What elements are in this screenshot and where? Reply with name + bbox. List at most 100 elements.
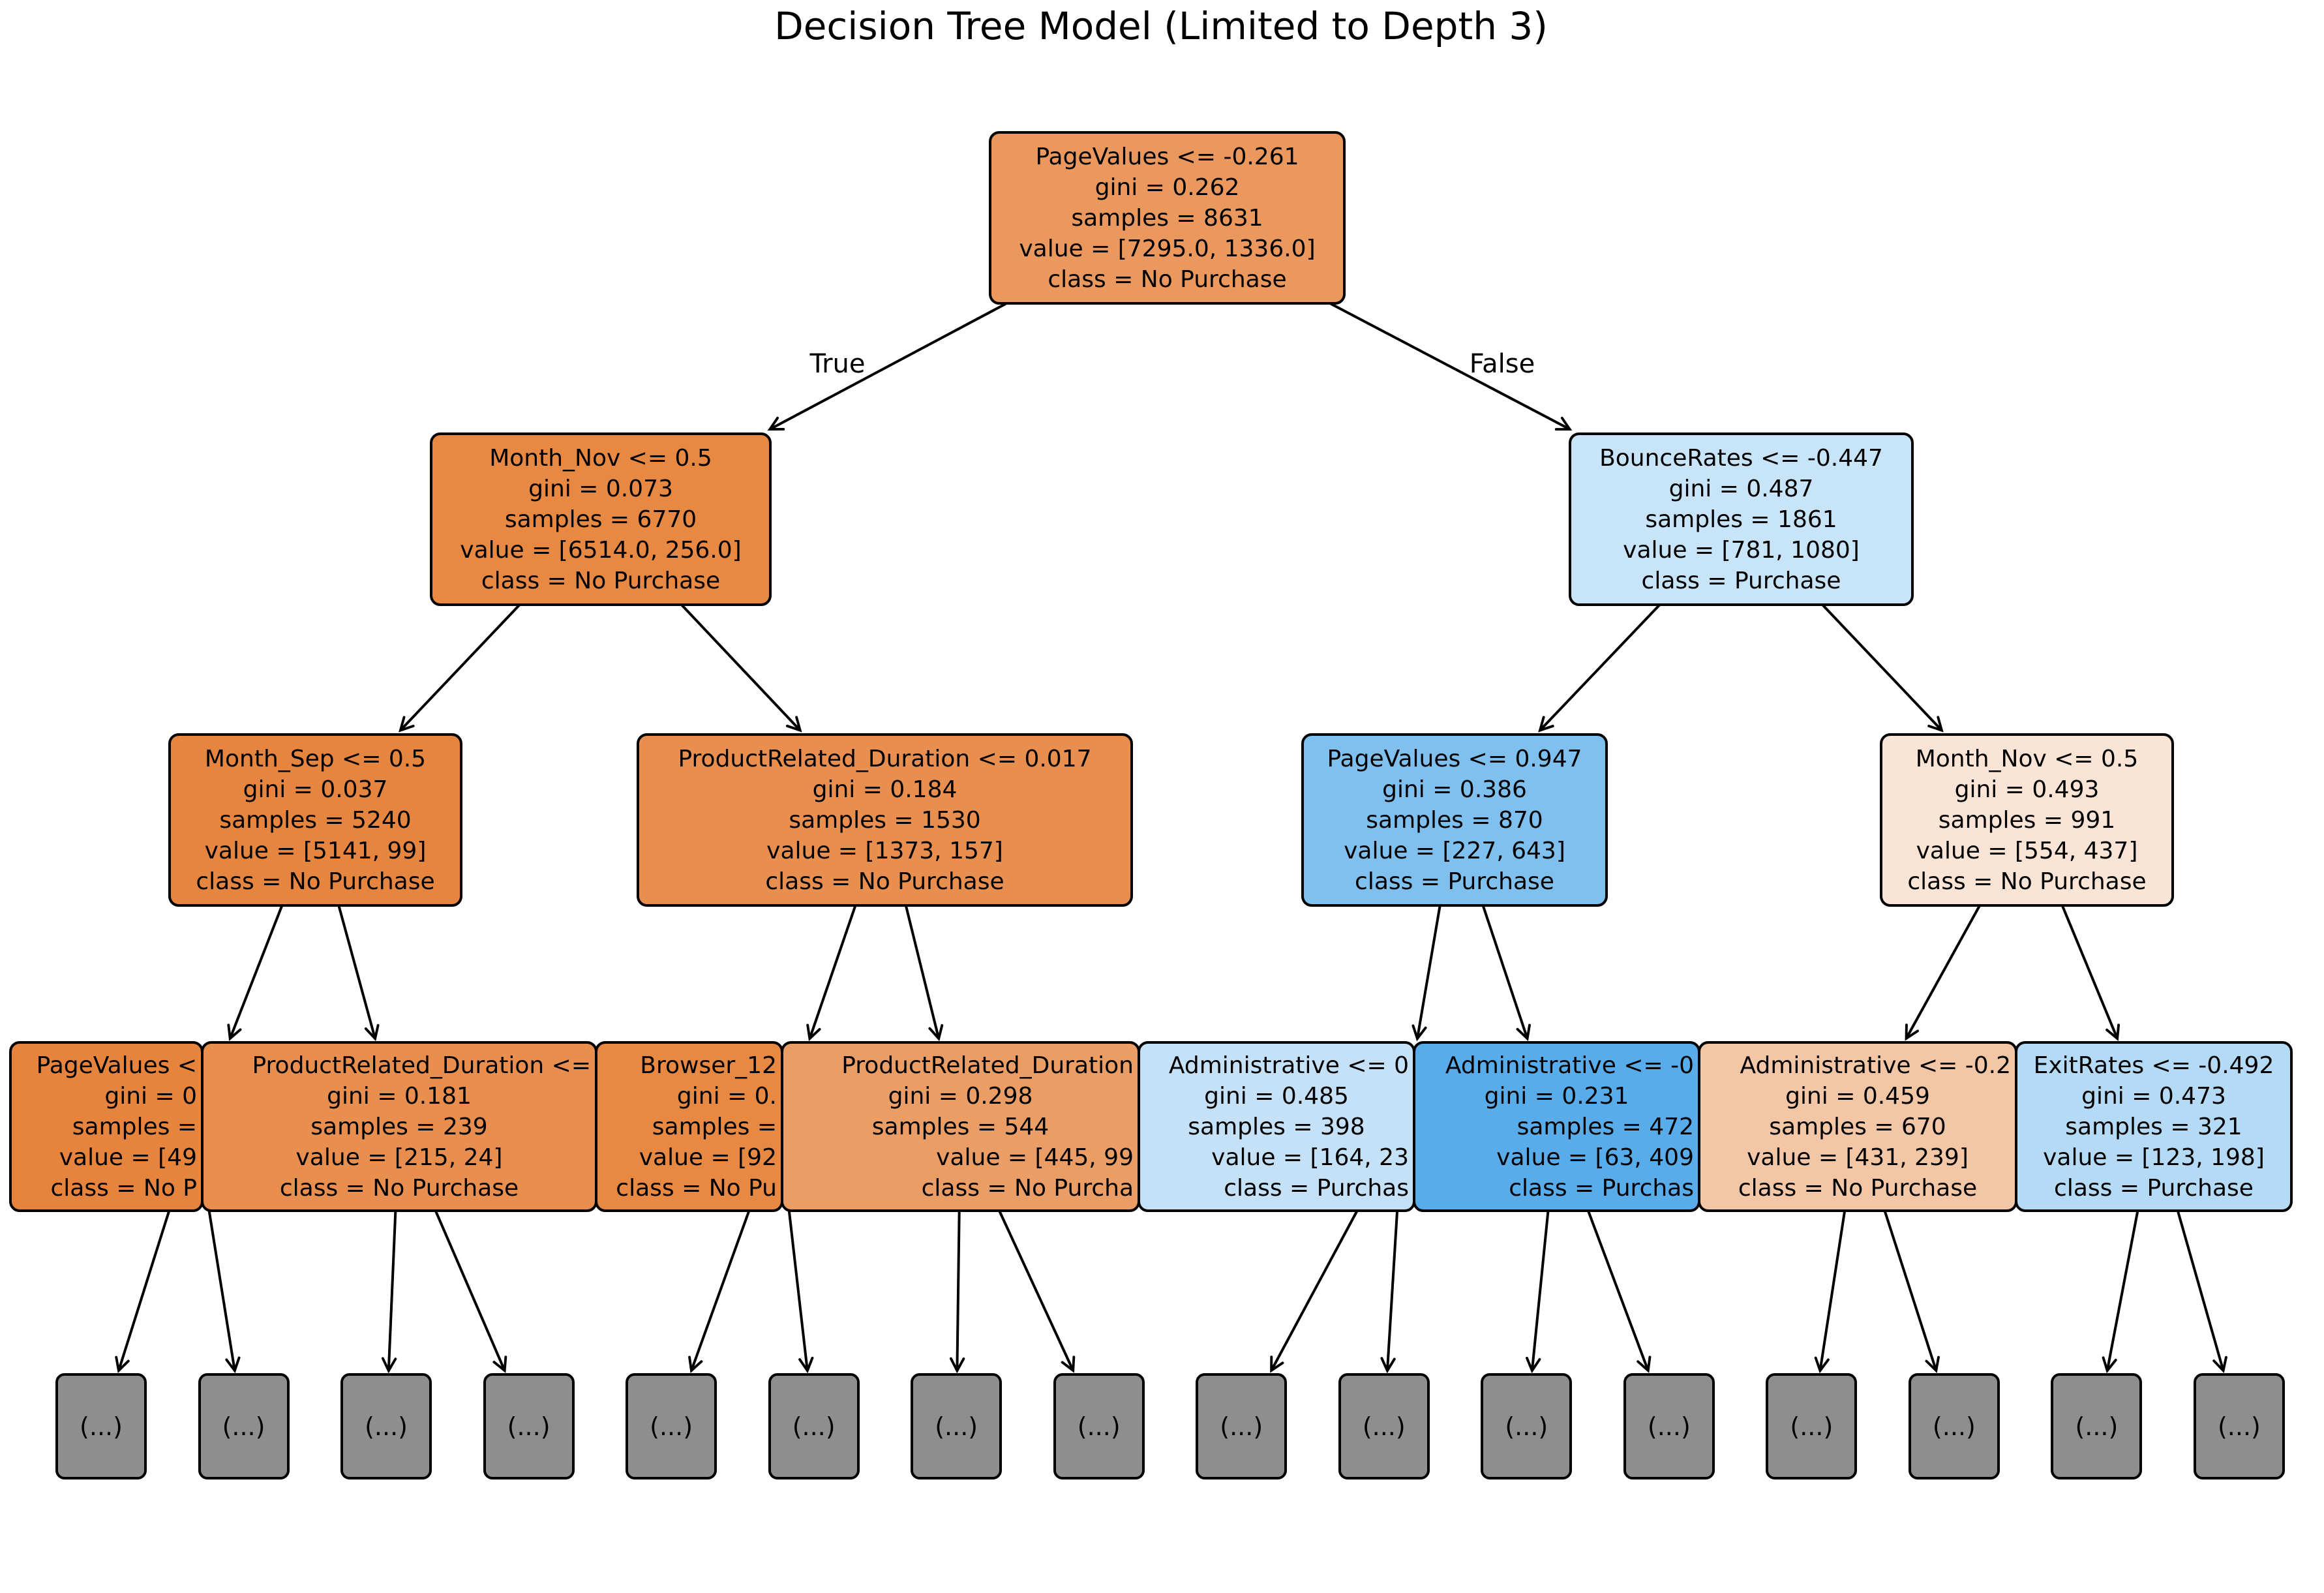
node-text-line: PageValues <= 0.947: [1327, 745, 1582, 772]
tree-edge-n3-n7: [1821, 603, 1944, 733]
tree-edge-root-n2: [767, 302, 1008, 431]
collapsed-leaf-node-5: (...): [626, 1373, 717, 1479]
node-text-line: class = No Purchase: [1048, 266, 1287, 293]
node-text-line: Month_Sep <= 0.5: [204, 745, 427, 772]
collapsed-leaf-node-15: (...): [2051, 1373, 2143, 1479]
tree-node-n5: ProductRelated_Duration <= 0.017 gini = 0…: [637, 733, 1133, 907]
tree-edge-n5-D: [904, 905, 944, 1042]
node-text-line: gini = 0: [104, 1082, 197, 1110]
leaf-ellipsis-label: (...): [2075, 1412, 2119, 1441]
node-text-line: value = [123, 198]: [2043, 1144, 2265, 1171]
node-text-line: PageValues <= -0.261: [1035, 143, 1299, 170]
tree-edge-A-leaf1: [207, 1210, 241, 1374]
tree-edge-D-leaf7: [998, 1210, 1076, 1373]
tree-edge-n3-n6: [1538, 603, 1661, 733]
node-text-line: class = No Purchase: [1738, 1174, 1978, 1202]
node-text-line: samples = 5240: [219, 806, 412, 834]
tree-edge-n6-E: [1411, 905, 1441, 1042]
node-text-line: PageValues <: [36, 1052, 197, 1079]
node-text-line: samples =: [652, 1113, 777, 1140]
collapsed-leaf-node-6: (...): [768, 1373, 860, 1479]
tree-edge-F-leaf10: [1526, 1210, 1550, 1374]
node-text-line: value = [49: [59, 1144, 197, 1171]
tree-edge-E-leaf9: [1380, 1210, 1399, 1374]
leaf-ellipsis-label: (...): [792, 1412, 836, 1441]
node-text-line: samples = 1861: [1645, 506, 1837, 533]
node-text-line: class = No Purchase: [481, 567, 721, 594]
node-text-line: class = No Purcha: [921, 1174, 1134, 1202]
node-text-line: ProductRelated_Duration <=: [252, 1052, 591, 1079]
tree-edge-H-leaf15: [2176, 1210, 2227, 1374]
node-text-line: class = No P: [50, 1174, 197, 1202]
edge-label-false: False: [1469, 349, 1535, 379]
node-text-line: value = [7295.0, 1336.0]: [1019, 235, 1316, 262]
node-text-line: Month_Nov <= 0.5: [1915, 745, 2139, 772]
collapsed-leaf-node-2: (...): [198, 1373, 290, 1479]
node-text-line: Administrative <= -0.2: [1740, 1052, 2012, 1079]
node-text-line: samples = 239: [310, 1113, 488, 1140]
leaf-ellipsis-label: (...): [935, 1412, 978, 1441]
leaf-ellipsis-label: (...): [650, 1412, 693, 1441]
node-text-line: Administrative <= -0: [1445, 1052, 1694, 1079]
node-text-line: gini = 0.231: [1484, 1082, 1629, 1110]
chart-title: Decision Tree Model (Limited to Depth 3): [774, 4, 1548, 48]
node-text-line: samples =: [72, 1113, 197, 1140]
collapsed-leaf-node-16: (...): [2193, 1373, 2285, 1479]
node-text-line: value = [554, 437]: [1916, 837, 2138, 864]
node-text-line: samples = 670: [1769, 1113, 1946, 1140]
node-text-line: samples = 870: [1366, 806, 1543, 834]
node-text-line: ExitRates <= -0.492: [2033, 1052, 2274, 1079]
node-text-line: class = No Purchase: [1907, 868, 2147, 895]
tree-edge-n4-A: [227, 905, 284, 1041]
tree-edge-G-leaf13: [1883, 1210, 1940, 1374]
leaf-ellipsis-label: (...): [1932, 1412, 1976, 1441]
node-text-line: Administrative <= 0: [1168, 1052, 1409, 1079]
node-text-line: value = [6514.0, 256.0]: [460, 536, 742, 564]
tree-edge-F-leaf11: [1587, 1210, 1652, 1373]
node-text-line: value = [92: [639, 1144, 777, 1171]
leaf-ellipsis-label: (...): [1647, 1412, 1691, 1441]
tree-edge-n4-B: [337, 905, 380, 1042]
node-text-line: class = Purchase: [1355, 868, 1554, 895]
collapsed-leaf-node-11: (...): [1481, 1373, 1573, 1479]
node-text-line: class = No Purchase: [279, 1174, 519, 1202]
tree-node-A: PageValues < gini = 0 samples = value = [49…: [9, 1041, 204, 1212]
collapsed-leaf-node-3: (...): [340, 1373, 432, 1479]
collapsed-leaf-node-14: (...): [1908, 1373, 2000, 1479]
tree-edge-n6-F: [1481, 905, 1531, 1042]
collapsed-leaf-node-9: (...): [1196, 1373, 1288, 1479]
leaf-ellipsis-label: (...): [1220, 1412, 1263, 1441]
node-text-line: samples = 321: [2065, 1113, 2242, 1140]
tree-edge-n2-n5: [680, 603, 802, 733]
collapsed-leaf-node-10: (...): [1338, 1373, 1430, 1479]
leaf-ellipsis-label: (...): [365, 1412, 408, 1441]
node-text-line: value = [445, 99: [936, 1144, 1134, 1171]
node-text-line: value = [227, 643]: [1344, 837, 1565, 864]
leaf-ellipsis-label: (...): [1362, 1412, 1406, 1441]
node-text-line: value = [781, 1080]: [1623, 536, 1860, 564]
node-text-line: gini = 0.: [676, 1082, 777, 1110]
tree-edge-n7-H: [2060, 905, 2120, 1041]
node-text-line: gini = 0.459: [1785, 1082, 1930, 1110]
collapsed-leaf-node-8: (...): [1053, 1373, 1145, 1479]
node-text-line: gini = 0.181: [327, 1082, 472, 1110]
collapsed-leaf-node-13: (...): [1766, 1373, 1858, 1479]
tree-node-B: ProductRelated_Duration <= gini = 0.181 sa…: [201, 1041, 597, 1212]
tree-node-n6: PageValues <= 0.947 gini = 0.386 samples =…: [1301, 733, 1608, 907]
tree-edge-A-leaf0: [115, 1210, 171, 1374]
node-text-line: gini = 0.487: [1668, 475, 1814, 502]
node-text-line: ProductRelated_Duration <= 0.017: [678, 745, 1092, 772]
node-text-line: gini = 0.386: [1382, 776, 1527, 803]
node-text-line: gini = 0.184: [812, 776, 958, 803]
node-text-line: class = Purchase: [1641, 567, 1841, 594]
edge-label-true: True: [809, 349, 866, 379]
node-text-line: samples = 544: [871, 1113, 1049, 1140]
node-text-line: class = No Purchase: [765, 868, 1004, 895]
tree-node-G: Administrative <= -0.2 gini = 0.459 sample…: [1698, 1041, 2017, 1212]
